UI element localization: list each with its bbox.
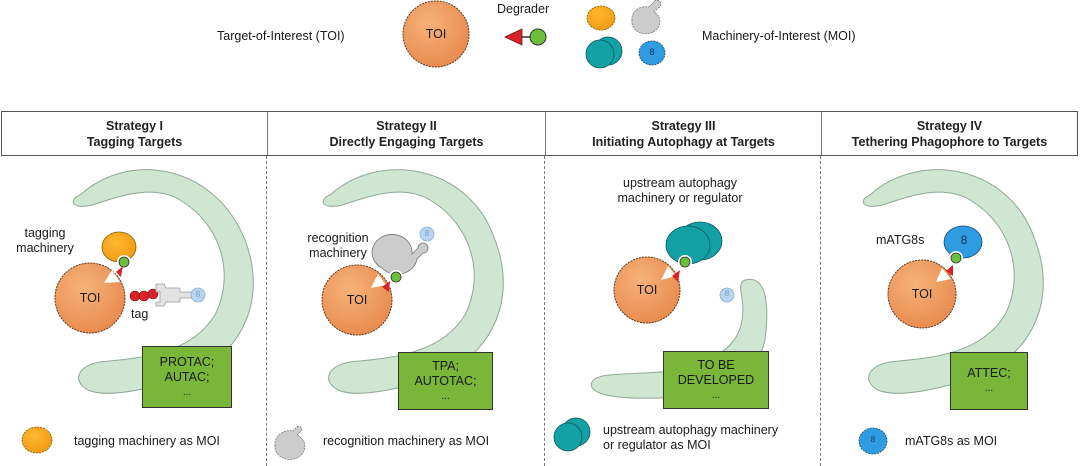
strategy-4-moi-legend: mATG8s as MOI	[905, 434, 998, 448]
strategy-1-title: Strategy I	[106, 118, 163, 133]
strategy-4-matg8-text: 8	[960, 233, 968, 247]
strategy-1-subtitle: Tagging Targets	[86, 134, 183, 149]
column-divider	[820, 156, 821, 466]
receptor-shape	[155, 283, 193, 307]
legend-degrader-icon	[504, 28, 547, 46]
strategy-2-header: Strategy II Directly Engaging Targets	[267, 112, 545, 155]
toi-shape	[613, 256, 681, 324]
strategy-1-graphic	[54, 169, 254, 394]
strategy-2-moi-legend: recognition machinery as MOI	[323, 434, 490, 448]
strategy-2-subtitle: Directly Engaging Targets	[329, 134, 484, 149]
toi-legend-label: Target-of-Interest (TOI)	[217, 29, 345, 43]
strategy-3-subtitle: Initiating Autophagy at Targets	[592, 134, 775, 149]
column-divider	[266, 156, 267, 466]
strategy-4-header: Strategy IV Tethering Phagophore to Targ…	[821, 112, 1077, 155]
strategy-2-title: Strategy II	[376, 118, 437, 133]
strategy-1-header: Strategy I Tagging Targets	[2, 112, 267, 155]
legend-upstream-machinery-icon	[585, 36, 623, 69]
legend-tagging-machinery-icon	[586, 5, 616, 31]
strategy-1-toi-text: TOI	[79, 291, 101, 305]
strategy-2-matg8-text: 8	[424, 229, 430, 238]
strategy-1-matg8-text: 8	[195, 290, 201, 299]
moi-legend-label: Machinery-of-Interest (MOI)	[702, 29, 856, 43]
column-divider	[544, 156, 545, 466]
legend-toi-icon	[402, 0, 470, 68]
strategy-3-moi-legend: upstream autophagy machinery or regulato…	[603, 423, 779, 452]
legend-matg8-icon	[638, 40, 666, 66]
strategy-2-graphic	[321, 169, 504, 394]
bottom-matg8-icon	[858, 427, 888, 455]
legend-matg8-text: 8	[649, 47, 655, 57]
phagophore-membrane	[322, 169, 504, 394]
strategy-3-header: Strategy III Initiating Autophagy at Tar…	[545, 112, 821, 155]
bottom-upstream-machinery-icon	[553, 422, 583, 452]
phagophore-membrane	[72, 169, 254, 394]
strategy-3-title: Strategy III	[651, 118, 716, 133]
phagophore-membrane	[862, 169, 1044, 394]
strategy-4-examples-box: ATTEC; ...	[950, 352, 1028, 410]
strategy-1-moi-legend: tagging machinery as MOI	[74, 434, 220, 448]
strategy-header-table: Strategy I Tagging Targets Strategy II D…	[1, 111, 1078, 156]
tag-label: tag	[131, 307, 149, 321]
strategy-2-examples-box: TPA; AUTOTAC; ...	[398, 352, 493, 410]
strategy-3-examples-box: TO BE DEVELOPED ...	[663, 351, 769, 409]
strategy-1-machinery-label: tagging machinery	[16, 226, 74, 255]
strategy-4-subtitle: Tethering Phagophore to Targets	[851, 134, 1048, 149]
legend-toi-icon-text: TOI	[425, 27, 447, 41]
strategy-4-graphic	[862, 169, 1044, 394]
strategy-3-machinery-label: upstream autophagy machinery or regulato…	[617, 176, 743, 205]
bottom-tagging-machinery-icon	[21, 426, 53, 454]
bottom-recognition-machinery-icon	[274, 425, 306, 460]
strategy-4-machinery-label: mATG8s	[876, 233, 925, 247]
strategy-3-matg8-text: 8	[724, 289, 730, 298]
strategy-2-machinery-label: recognition machinery	[307, 231, 369, 260]
strategy-4-moi-icon-text: 8	[870, 435, 876, 444]
degrader-label: Degrader	[497, 2, 550, 16]
recognition-machinery-shape	[371, 234, 429, 275]
strategy-3-toi-text: TOI	[636, 283, 658, 297]
strategy-4-toi-text: TOI	[911, 287, 933, 301]
strategy-2-toi-text: TOI	[346, 293, 368, 307]
strategy-1-examples-box: PROTAC; AUTAC; ...	[142, 346, 232, 408]
strategy-4-title: Strategy IV	[916, 118, 983, 133]
legend-recognition-machinery-icon	[631, 0, 662, 35]
